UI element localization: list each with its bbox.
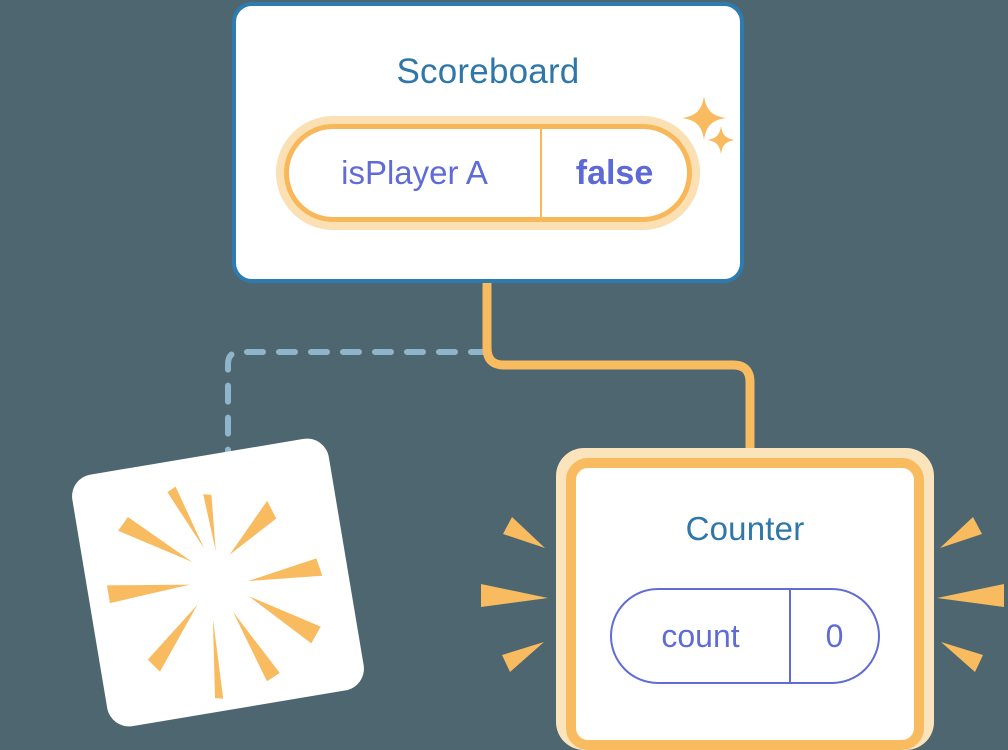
- connector-solid-scoreboard-to-counter: [482, 283, 755, 470]
- counter-state-pill[interactable]: count 0: [610, 588, 880, 684]
- counter-card-title: Counter: [685, 510, 805, 547]
- sparkle-large-icon: [682, 96, 726, 140]
- scoreboard-state-value: false: [575, 153, 654, 192]
- sparkle-small-icon: [707, 126, 735, 154]
- burst-rays-blank-card: [106, 486, 323, 699]
- scoreboard-state-key: isPlayer A: [289, 129, 542, 217]
- scoreboard-state-pill[interactable]: isPlayer A false: [276, 116, 700, 230]
- burst-rays-counter-left: [481, 517, 548, 672]
- burst-rays-counter-right: [937, 517, 1004, 672]
- counter-state-value: 0: [825, 617, 844, 654]
- blank-card[interactable]: [68, 435, 368, 730]
- scoreboard-card-title: Scoreboard: [396, 52, 580, 91]
- counter-state-key: count: [612, 590, 791, 682]
- connector-dashed-scoreboard-to-blank-card: [225, 349, 490, 473]
